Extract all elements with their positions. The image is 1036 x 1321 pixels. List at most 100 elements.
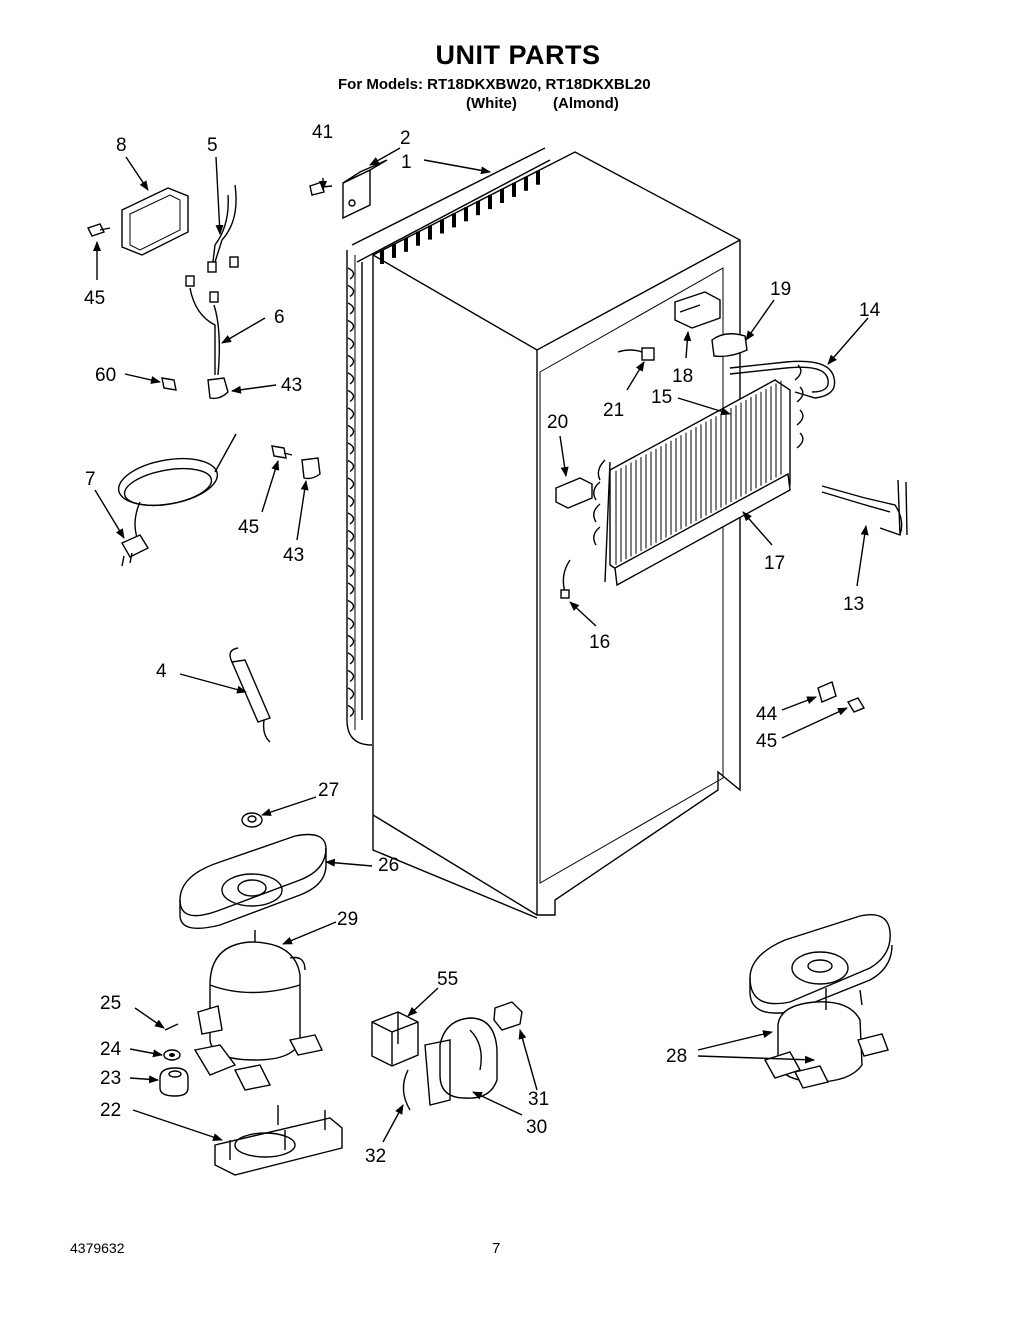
coil-rung — [347, 564, 355, 578]
coil-top-rung — [452, 213, 456, 228]
finish-white-label: (White) — [466, 95, 517, 112]
clip-part-25 — [164, 1023, 179, 1031]
coil-top-rung — [464, 207, 468, 222]
grommet-part-23 — [159, 1067, 189, 1097]
wire-part-32 — [402, 1069, 411, 1111]
clamp-part-43-b — [301, 457, 321, 480]
leader-lines — [93, 147, 869, 1143]
relay-cover-part-55 — [371, 1011, 419, 1067]
coil-top-rung — [404, 237, 408, 252]
callout-2: 2 — [400, 128, 411, 149]
relay-overload-part-30 — [424, 1017, 498, 1106]
coil-rung — [347, 512, 355, 525]
callout-7: 7 — [85, 469, 96, 490]
callout-45a: 45 — [84, 288, 105, 309]
callout-30: 30 — [526, 1117, 547, 1138]
coil-top-rung — [476, 201, 480, 216]
coil-top-rung — [440, 219, 444, 234]
callout-21: 21 — [603, 400, 624, 421]
condenser-coil — [346, 147, 551, 746]
callout-43a: 43 — [281, 375, 302, 396]
document-number: 4379632 — [70, 1240, 125, 1256]
coil-top-rung — [380, 250, 384, 264]
evaporator-tube-part-14 — [729, 360, 836, 399]
callout-25: 25 — [100, 993, 121, 1014]
clamp-part-43-a — [207, 377, 229, 400]
callout-6: 6 — [274, 307, 285, 328]
callout-16: 16 — [589, 632, 610, 653]
screw-part-45-b — [271, 445, 293, 459]
screw-part-45-a — [87, 223, 111, 237]
thermostat-part-18 — [674, 291, 721, 329]
coil-rung — [347, 477, 355, 490]
callout-13: 13 — [843, 594, 864, 615]
callout-22: 22 — [100, 1100, 121, 1121]
coil-rung — [347, 354, 355, 368]
coil-top-rung — [512, 182, 516, 197]
wiring-harness-parts-5-6 — [185, 184, 239, 376]
wire-connector-part-21 — [617, 347, 655, 361]
drain-pan-part-26 — [179, 833, 327, 929]
callout-32: 32 — [365, 1146, 386, 1167]
callout-31: 31 — [528, 1089, 549, 1110]
coil-top-rung — [488, 195, 492, 210]
callout-14: 14 — [859, 300, 881, 321]
compressor-part-29 — [193, 930, 324, 1091]
coil-top-rung — [428, 225, 432, 240]
coil-rung — [347, 599, 355, 613]
coil-rung — [347, 704, 355, 718]
coil-rung — [347, 652, 355, 665]
power-cord-part-7 — [117, 433, 237, 567]
switch-part-20 — [555, 477, 593, 509]
coil-rung — [347, 372, 355, 385]
callout-26: 26 — [378, 855, 399, 876]
clip-part-31 — [493, 1001, 523, 1031]
coil-rung — [347, 547, 355, 560]
access-cover-part-8 — [121, 187, 189, 256]
callout-28: 28 — [666, 1046, 687, 1067]
screw-part-60 — [161, 377, 177, 391]
refrigerator-cabinet — [372, 151, 741, 919]
callout-55: 55 — [437, 969, 458, 990]
bulb-sensor-part-16 — [560, 559, 571, 599]
models-line: For Models: RT18DKXBW20, RT18DKXBL20 — [338, 76, 651, 93]
coil-rung — [347, 442, 355, 455]
callout-23: 23 — [100, 1068, 121, 1089]
page-title: UNIT PARTS — [435, 40, 601, 70]
callout-45c: 45 — [756, 731, 777, 752]
defrost-heater-part-17 — [614, 472, 791, 587]
callout-41: 41 — [312, 122, 333, 143]
callout-19: 19 — [770, 279, 791, 300]
coil-rung — [347, 634, 355, 648]
evaporator-fins — [615, 380, 782, 565]
drier-part-4 — [229, 647, 271, 743]
callout-18: 18 — [672, 366, 693, 387]
bracket-part-2 — [342, 159, 388, 220]
callout-27: 27 — [318, 780, 339, 801]
finish-almond-label: (Almond) — [553, 95, 619, 112]
coil-rung — [347, 529, 355, 543]
callout-44: 44 — [756, 704, 778, 725]
coil-rung — [347, 389, 355, 403]
coil-rung — [347, 617, 355, 630]
callout-43b: 43 — [283, 545, 304, 566]
callout-60: 60 — [95, 365, 116, 386]
nut-part-27 — [241, 812, 263, 828]
callout-24: 24 — [100, 1039, 122, 1060]
coil-rung — [347, 494, 355, 508]
defrost-terminator-part-19 — [711, 333, 748, 358]
coil-top-rung — [500, 189, 504, 203]
coil-top-rung — [416, 231, 420, 246]
coil-top-rung — [524, 176, 528, 191]
callout-numbers: 8 5 45 6 60 43 7 45 43 41 2 1 4 27 26 29… — [84, 122, 881, 1167]
washer-part-24 — [163, 1049, 181, 1061]
callout-5: 5 — [207, 135, 218, 156]
evaporator-part-15 — [593, 364, 804, 583]
coil-top-rung — [536, 170, 540, 185]
screw-part-41 — [309, 181, 333, 196]
coil-rung — [347, 284, 355, 298]
coil-rung — [347, 669, 355, 683]
base-plate-part-22 — [214, 1105, 343, 1176]
coil-rung — [347, 267, 355, 280]
